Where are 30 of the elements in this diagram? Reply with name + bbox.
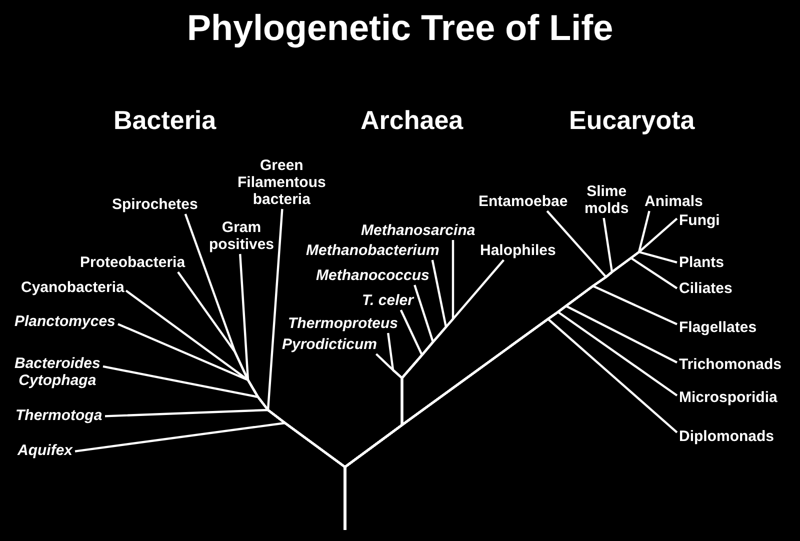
taxon-label: Aquifex bbox=[16, 440, 75, 460]
taxon-label: Gram positives bbox=[207, 218, 276, 254]
taxon-label: Green Filamentous bacteria bbox=[236, 156, 328, 208]
domain-heading: Eucaryota bbox=[569, 105, 695, 135]
taxon-label: Proteobacteria bbox=[78, 253, 188, 272]
taxon-label: Animals bbox=[642, 192, 705, 210]
taxon-label: Methanosarcina bbox=[359, 220, 478, 240]
title: Phylogenetic Tree of Life bbox=[187, 8, 614, 48]
taxon-label: Slime molds bbox=[582, 182, 631, 218]
taxon-label: Halophiles bbox=[478, 240, 558, 260]
domain-heading: Archaea bbox=[360, 105, 464, 135]
taxon-label: Trichomonads bbox=[677, 354, 784, 374]
taxon-label: Bacteroides Cytophaga bbox=[12, 354, 102, 390]
taxon-label: Fungi bbox=[677, 210, 722, 230]
taxon-label: Methanococcus bbox=[314, 266, 432, 285]
taxon-label: T. celer bbox=[360, 291, 416, 310]
taxon-label: Plants bbox=[677, 252, 726, 272]
taxon-label: Ciliates bbox=[677, 279, 734, 298]
taxon-label: Thermotoga bbox=[14, 406, 104, 424]
taxon-label: Spirochetes bbox=[110, 195, 200, 214]
taxon-label: Flagellates bbox=[677, 318, 759, 336]
taxon-label: Cyanobacteria bbox=[19, 278, 126, 296]
taxon-label: Microsporidia bbox=[677, 388, 780, 406]
taxon-label: Entamoebae bbox=[476, 192, 570, 210]
taxon-label: Diplomonads bbox=[677, 426, 776, 446]
taxon-label: Methanobacterium bbox=[304, 240, 442, 260]
taxon-label: Thermoproteus bbox=[286, 314, 400, 332]
taxon-label: Pyrodicticum bbox=[280, 334, 380, 354]
domain-heading: Bacteria bbox=[114, 105, 216, 135]
taxon-label: Planctomyces bbox=[12, 312, 118, 330]
